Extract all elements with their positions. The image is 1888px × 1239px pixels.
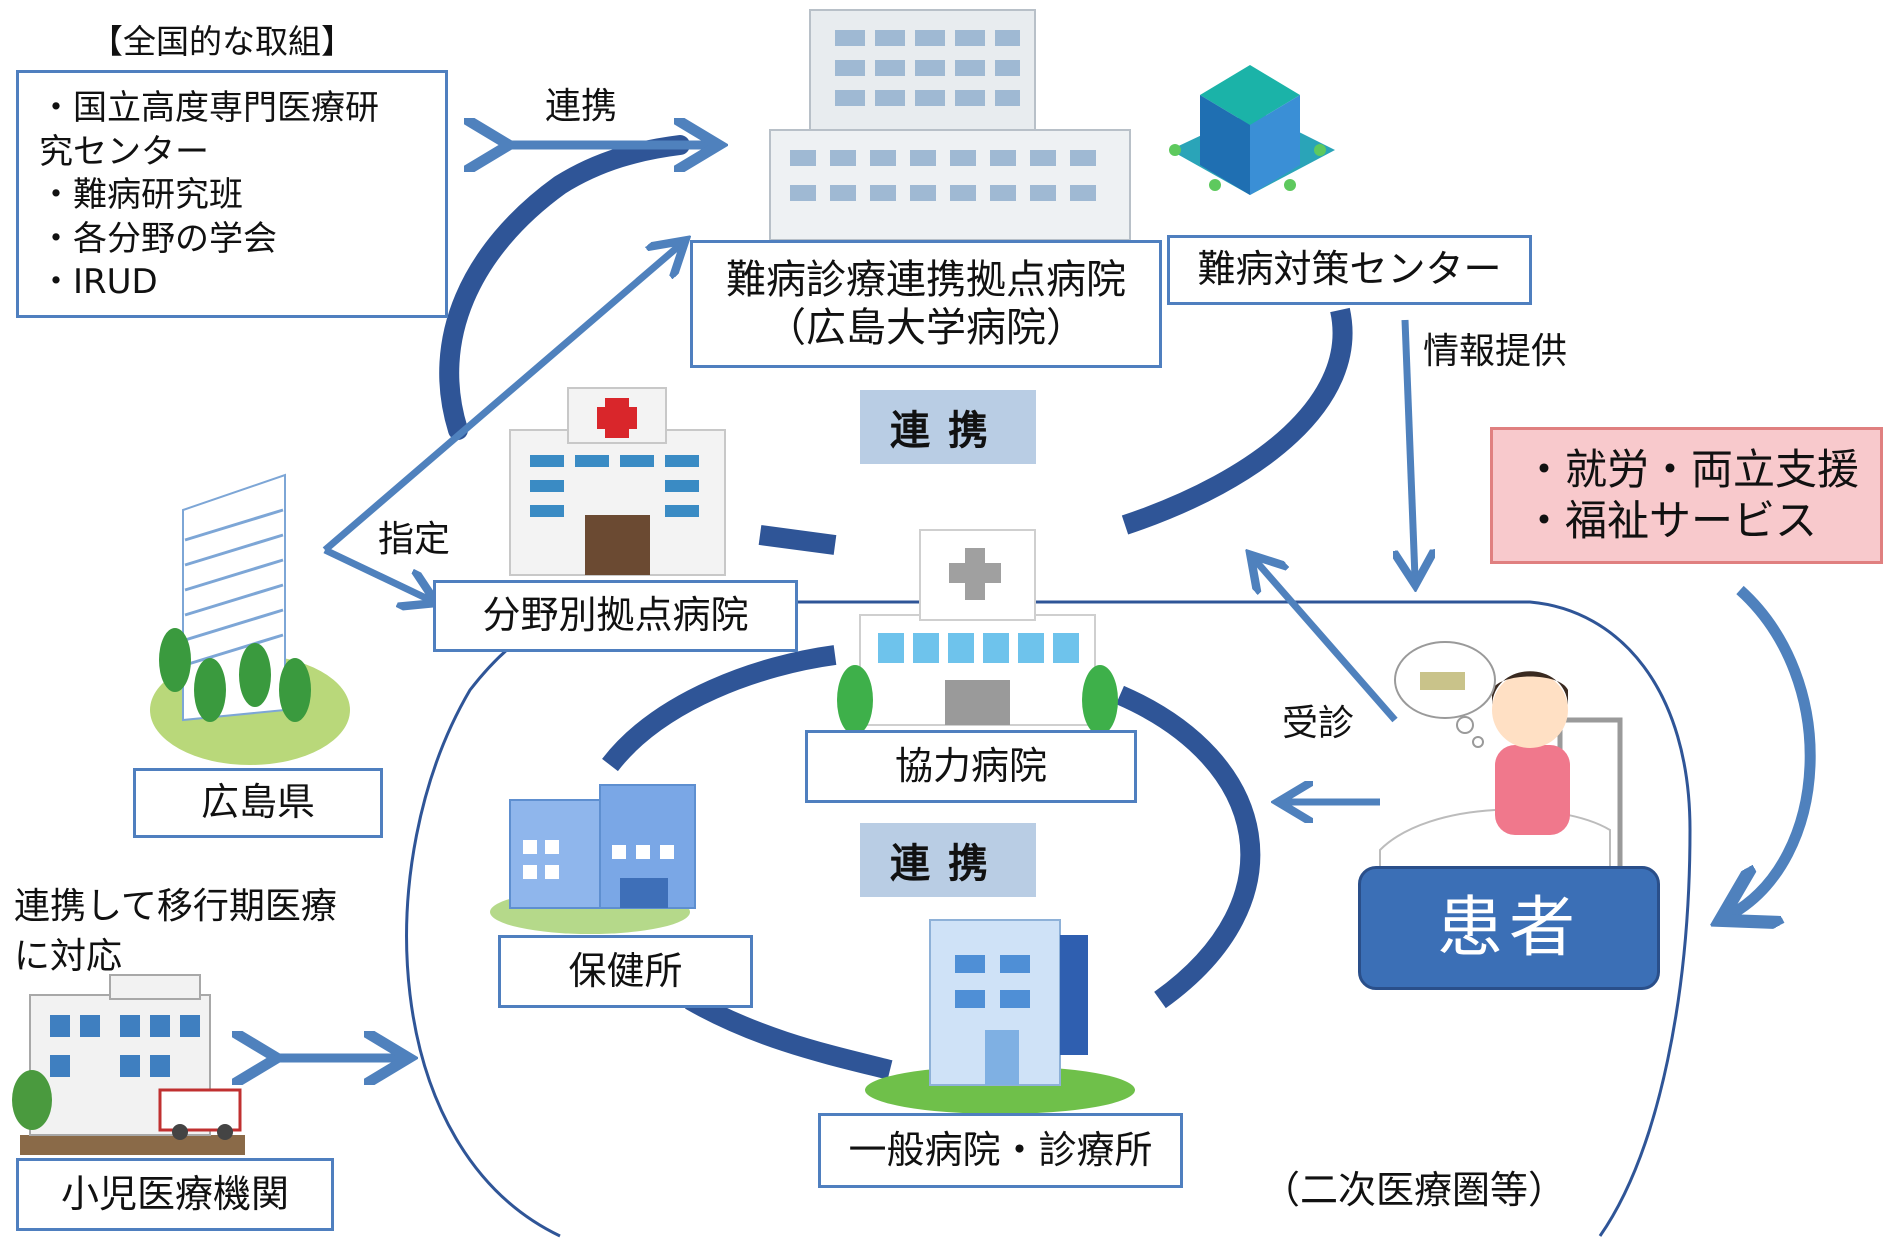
national-item-3: ・難病研究班 xyxy=(39,175,243,216)
hub-hospital-line1: 難病診療連携拠点病院 xyxy=(726,257,1126,303)
renkei-band-lower: 連携 xyxy=(860,823,1036,897)
pediatric-hospital-illustration xyxy=(12,974,245,1155)
patient-illustration xyxy=(1379,641,1623,876)
lower-left-curve xyxy=(602,645,837,772)
prefecture-illustration xyxy=(150,473,350,765)
support-box: ・就労・両立支援 ・福祉サービス xyxy=(1490,427,1883,564)
hub-hospital-box: 難病診療連携拠点病院 （広島大学病院） xyxy=(690,240,1162,368)
upper-left-stub xyxy=(758,525,837,555)
lower-left-bottom-curve xyxy=(685,991,893,1080)
label-transition-1: 連携して移行期医療 xyxy=(14,886,337,927)
label-renkei-top: 連携 xyxy=(545,86,618,127)
label-region: （二次医療圏等） xyxy=(1262,1168,1567,1212)
hub-hospital-line2: （広島大学病院） xyxy=(766,305,1086,351)
patient-box: 患者 xyxy=(1358,866,1660,990)
label-jushin: 受診 xyxy=(1282,703,1355,744)
national-item-4: ・各分野の学会 xyxy=(39,218,277,259)
general-hospital-box: 一般病院・診療所 xyxy=(818,1113,1183,1188)
arrow-info xyxy=(1405,319,1415,578)
general-clinic-illustration xyxy=(865,919,1135,1114)
national-item-1: ・国立高度専門医療研 xyxy=(39,88,379,128)
arrow-pref-to-hub xyxy=(322,245,680,553)
health-center-illustration xyxy=(490,784,696,934)
lower-right-curve xyxy=(1116,685,1261,1009)
label-joho: 情報提供 xyxy=(1423,331,1568,372)
arrow-support-patient xyxy=(1730,585,1816,915)
hub-hospital-illustration xyxy=(769,9,1131,241)
national-heading: 【全国的な取組】 xyxy=(90,22,354,61)
nanbyo-center-box: 難病対策センター xyxy=(1167,235,1532,305)
renkei-band-upper: 連携 xyxy=(860,390,1036,464)
upper-right-curve xyxy=(1121,307,1353,535)
support-line1: ・就労・両立支援 xyxy=(1523,445,1860,495)
center-building-illustration xyxy=(1169,65,1335,195)
cooperating-hospital-box: 協力病院 xyxy=(805,730,1137,803)
field-hospital-box: 分野別拠点病院 xyxy=(433,580,798,652)
support-line2: ・福祉サービス xyxy=(1523,495,1818,545)
field-hospital-illustration xyxy=(509,387,726,576)
arrow-consult-upper xyxy=(1255,560,1398,723)
label-shitei: 指定 xyxy=(378,519,451,560)
national-list: ・国立高度専門医療研 究センター ・難病研究班 ・各分野の学会 ・IRUD xyxy=(16,70,448,318)
arrow-pref-to-field xyxy=(323,546,430,600)
pediatric-box: 小児医療機関 xyxy=(16,1158,334,1231)
national-item-5: ・IRUD xyxy=(39,262,158,303)
national-item-2: 究センター xyxy=(39,131,209,172)
label-transition-2: に対応 xyxy=(14,936,123,977)
cooperating-hospital-illustration xyxy=(837,529,1118,735)
prefecture-box: 広島県 xyxy=(133,768,383,838)
health-center-box: 保健所 xyxy=(498,935,753,1008)
